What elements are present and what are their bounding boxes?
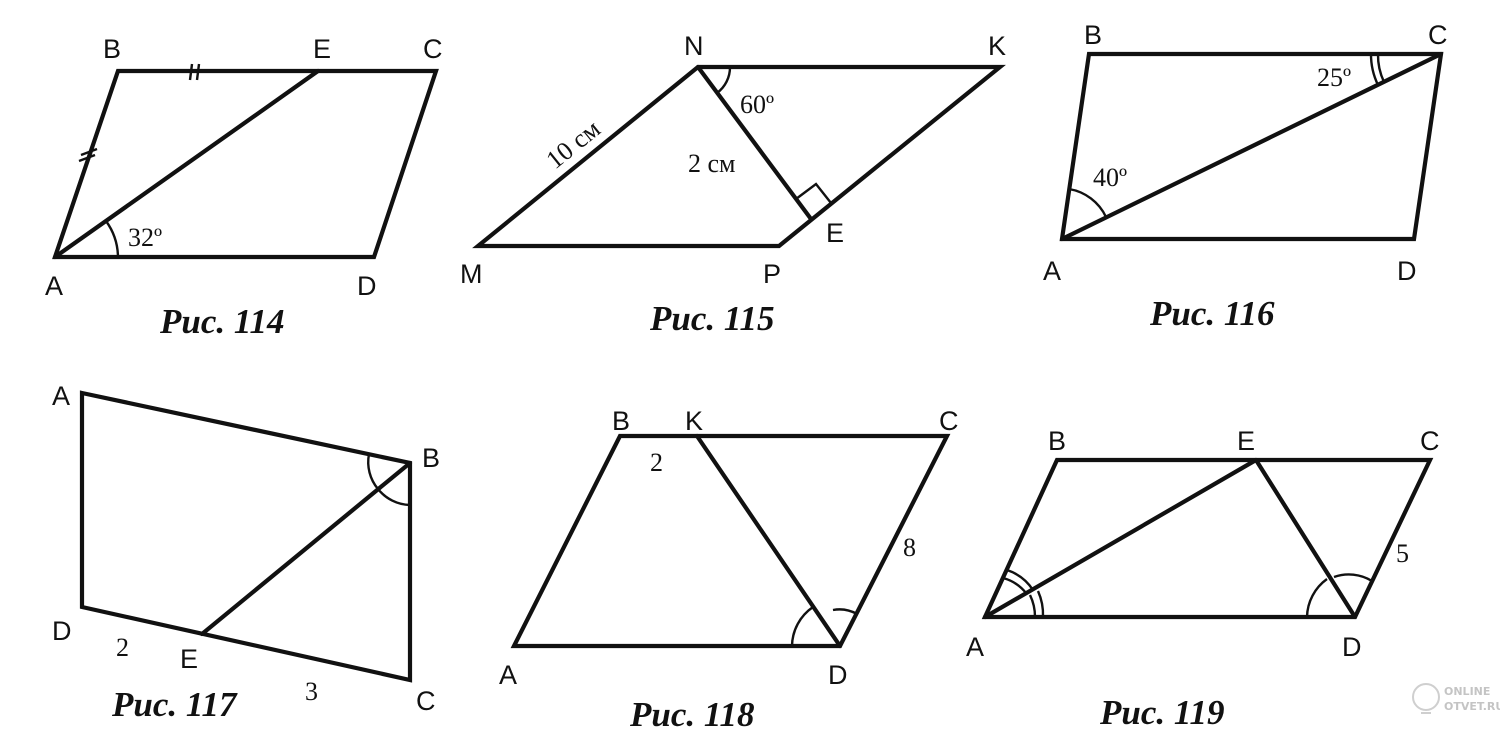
segment-kd [694,433,843,649]
angle-arc-a [1068,187,1108,218]
point-label-d: D [1397,256,1417,286]
segment-label-cd: 8 [903,533,916,562]
point-label-c: C [416,686,436,716]
point-label-d: D [828,660,848,690]
segment-label-ec: 3 [305,677,318,706]
angle-arc-a-outer [1002,576,1027,594]
point-label-e: E [313,34,331,64]
parallelogram-abcd [981,457,1434,620]
watermark-line-1: ONLINE [1444,685,1490,698]
angle-arc-a [105,220,120,258]
lightbulb-icon [1412,683,1440,711]
figure-115: N K M P E 10 см 2 см 60º Рис. 115 [460,31,1006,338]
segment-ae [982,457,1259,620]
parallelogram-mnkp [472,64,1006,249]
point-label-c: C [1420,426,1440,456]
point-label-d: D [357,271,377,301]
point-label-m: M [460,259,483,289]
angle-arc-b-upper [367,453,379,490]
watermark-line-2: OTVET.RU [1444,700,1500,713]
angle-arc-d-left [1305,578,1328,618]
angle-arc-a-lower-outer [1028,594,1037,618]
figure-caption: Рис. 116 [1149,294,1275,333]
point-label-n: N [684,31,704,61]
figure-caption: Рис. 119 [1099,693,1224,732]
point-label-e: E [180,644,198,674]
point-label-c: C [939,406,959,436]
watermark: ONLINE OTVET.RU [1412,683,1500,714]
angle-arc-a-lower-inner [1036,590,1045,618]
angle-label-a: 40º [1093,163,1127,192]
segment-be [199,460,413,637]
parallelogram-abcd [52,68,439,260]
right-angle-mark [795,182,832,204]
figure-114: B E C A D 32º Рис. 114 [45,34,443,341]
point-label-a: A [45,271,63,301]
angle-arc-d-left [790,606,814,647]
angle-label-c: 25º [1317,63,1351,92]
point-label-b: B [103,34,121,64]
figure-caption: Рис. 117 [111,685,238,724]
segment-ae [52,68,321,260]
segment-label-de: 2 [116,633,129,662]
angle-arc-n [716,66,732,94]
figure-caption: Рис. 114 [159,302,284,341]
point-label-e: E [826,218,844,248]
parallelogram-abcd [510,433,951,649]
point-label-k: K [685,406,703,436]
point-label-b: B [422,443,440,473]
angle-arc-b-lower [377,488,411,507]
point-label-a: A [52,381,70,411]
point-label-e: E [1237,426,1255,456]
segment-label-bk: 2 [650,448,663,477]
segment-label-cd: 5 [1396,539,1409,568]
angle-arc-a-inner [1006,568,1035,591]
figure-caption: Рис. 118 [629,695,754,734]
figure-caption: Рис. 115 [649,299,774,338]
figure-119: B E C A D 5 Рис. 119 [966,426,1440,732]
parallelogram-abcd [79,390,413,683]
point-label-c: C [423,34,443,64]
figure-117: A B D E C 2 3 Рис. 117 [52,381,440,724]
figure-116: B C A D 25º 40º Рис. 116 [1043,20,1448,333]
point-label-c: C [1428,20,1448,50]
point-label-b: B [612,406,630,436]
point-label-p: P [763,259,781,289]
point-label-b: B [1084,20,1102,50]
figure-118: B K C A D 2 8 Рис. 118 [499,406,959,734]
angle-arc-d-right [1333,573,1373,583]
point-label-a: A [966,632,984,662]
angle-arc-d-right [832,608,858,616]
angle-label: 60º [740,90,774,119]
angle-label: 32º [128,223,162,252]
point-label-k: K [988,31,1006,61]
point-label-d: D [52,616,72,646]
point-label-b: B [1048,426,1066,456]
angle-arc-c-inner [1376,53,1386,83]
angle-arc-c-outer [1369,53,1380,86]
segment-ed [1253,457,1358,620]
point-label-a: A [499,660,517,690]
point-label-a: A [1043,256,1061,286]
tick-marks-ab [78,147,98,163]
side-label-mn: 10 см [541,114,606,175]
height-label-ne: 2 см [688,149,736,178]
point-label-d: D [1342,632,1362,662]
tick-marks-be [188,63,201,81]
